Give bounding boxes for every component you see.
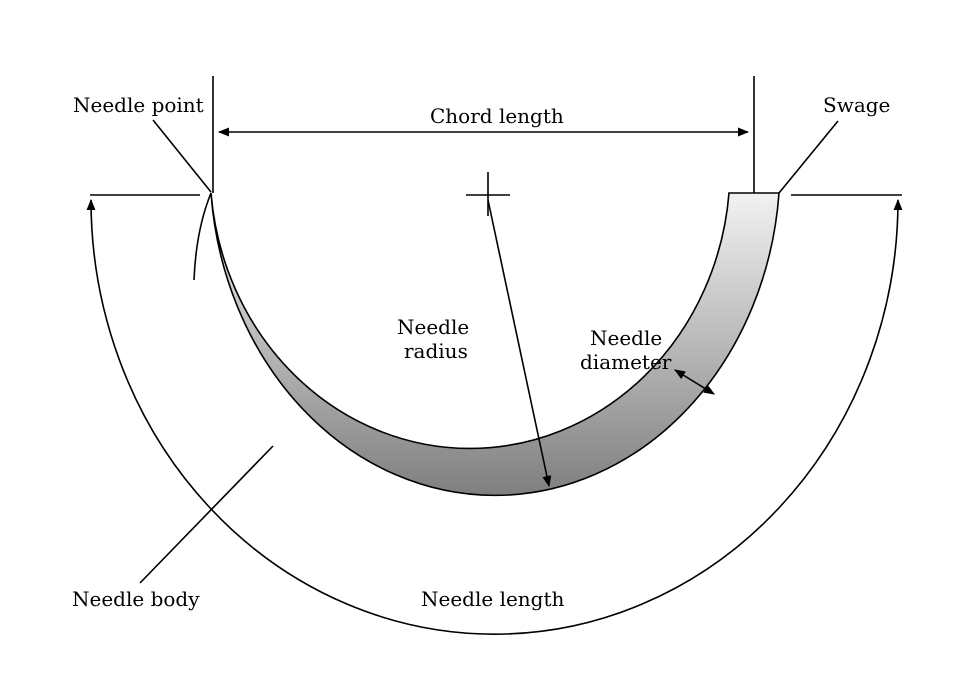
needle-length-arc bbox=[86, 198, 903, 635]
needle-diameter-arrow bbox=[674, 369, 715, 395]
swage-leader bbox=[778, 120, 839, 194]
needle-body-shape bbox=[210, 192, 780, 497]
needle-radius-label-line1: Needle bbox=[397, 315, 469, 339]
needle-point-label: Needle point bbox=[73, 93, 204, 117]
needle-radius-label-line2: radius bbox=[404, 339, 468, 363]
needle-body-label: Needle body bbox=[72, 587, 200, 611]
needle-radius-arrow bbox=[487, 199, 552, 488]
swage-label: Swage bbox=[823, 93, 890, 117]
needle-point-leader bbox=[152, 119, 212, 193]
needle-length-label: Needle length bbox=[421, 587, 565, 611]
needle-body-leader bbox=[139, 445, 274, 584]
needle-tip bbox=[193, 192, 212, 281]
needle-diameter-label-line2: diameter bbox=[580, 350, 672, 374]
needle-diameter-label-line1: Needle bbox=[590, 326, 662, 350]
chord-length-label: Chord length bbox=[430, 104, 564, 128]
